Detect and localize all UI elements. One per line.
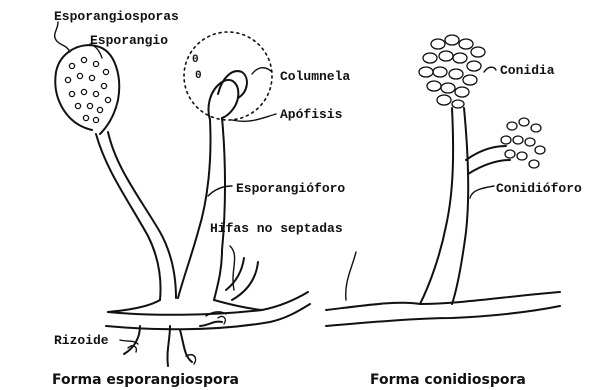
leader-conidia [484,67,496,72]
rhizoids [124,312,226,366]
label-conidia: Conidia [500,63,555,78]
label-hifas: Hifas no septadas [210,221,343,236]
right-sporangiophore [178,120,211,298]
svg-text:0: 0 [195,70,202,82]
leader-esporangioforo [208,186,232,196]
label-esporangiosporas: Esporangiosporas [54,9,179,24]
svg-text:0: 0 [192,54,199,66]
caption-right: Forma conidiospora [370,372,526,388]
sporangiospores [65,57,110,122]
hypha-horizontal [108,292,308,315]
leader-columnela [252,68,272,74]
leader-conidioforo [470,186,494,198]
label-conidioforo: Conidióforo [496,181,582,196]
caption-left: Forma esporangiospora [52,372,239,388]
label-columnela: Columnela [280,69,350,84]
leader-hifas-right [346,252,356,300]
columella [218,71,247,98]
label-esporangioforo: Esporangióforo [236,181,345,196]
conidio-hypha [326,292,560,310]
leader-esporangiosporas [55,22,70,52]
label-apofisis: Apófisis [280,107,343,122]
label-rizoide: Rizoide [54,333,109,348]
conidia-cluster [419,35,485,108]
conidiophore [420,108,453,304]
label-esporangio: Esporangio [90,33,168,48]
leader-apofisis [232,114,276,121]
apophysis [209,80,239,120]
